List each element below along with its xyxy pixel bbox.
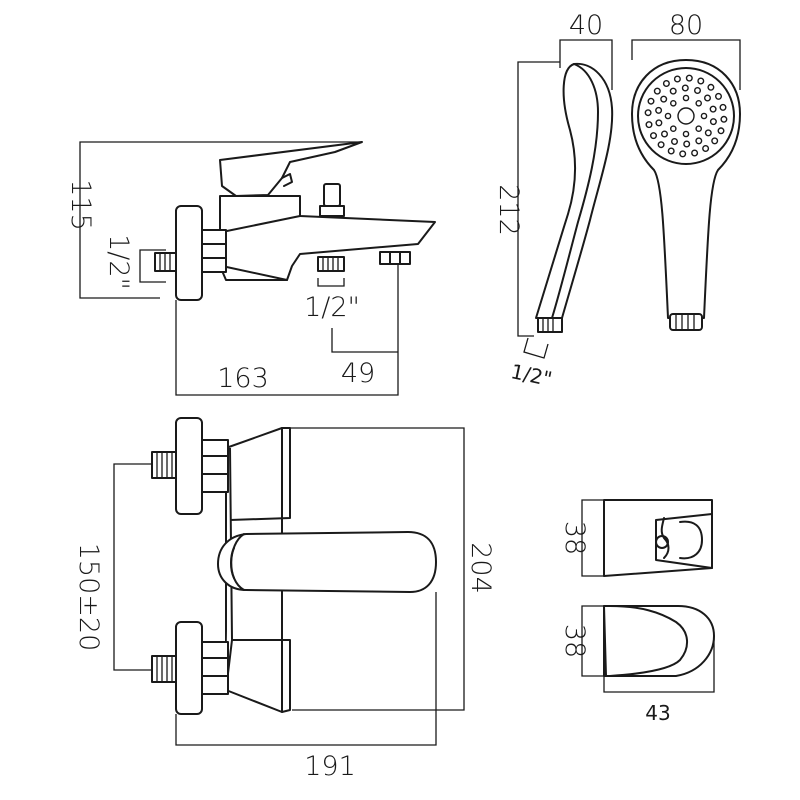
spray-nozzle <box>697 77 705 85</box>
spray-nozzle <box>670 125 677 132</box>
spray-nozzle <box>671 137 679 145</box>
spray-nozzle <box>715 92 723 100</box>
spray-nozzle <box>717 127 725 135</box>
spray-nozzle <box>679 150 687 158</box>
spray-nozzle <box>691 149 699 157</box>
spray-nozzle <box>682 130 690 138</box>
spray-nozzle <box>685 74 693 82</box>
spray-nozzle <box>662 79 670 87</box>
spray-nozzle <box>667 147 675 155</box>
dim-handset-212: 212 <box>493 184 524 236</box>
dim-depth-163: 163 <box>217 363 269 394</box>
spray-nozzle <box>655 119 663 127</box>
spray-nozzle <box>650 132 658 140</box>
dim-handset-40: 40 <box>569 10 603 41</box>
dim-depth-191: 191 <box>304 751 356 782</box>
spray-nozzle <box>681 84 689 92</box>
dim-height-115: 115 <box>65 179 96 231</box>
spray-nozzle <box>661 130 669 138</box>
spray-nozzle <box>694 86 702 94</box>
spray-nozzle <box>709 105 717 113</box>
spray-nozzle <box>653 87 661 95</box>
spray-nozzle <box>704 129 712 137</box>
spray-nozzle <box>660 95 668 103</box>
spray-nozzle <box>645 121 653 129</box>
dim-holder-38-a: 38 <box>559 521 590 555</box>
spray-nozzle <box>709 118 717 126</box>
spray-nozzle <box>695 125 703 132</box>
spray-nozzle <box>673 75 681 83</box>
spray-nozzle <box>720 115 728 123</box>
side-elevation-view: 115 1/2" 1/2" <box>65 141 436 396</box>
dim-inlet-thread: 1/2" <box>103 234 134 290</box>
spray-nozzle <box>669 87 677 95</box>
dim-width-204: 204 <box>465 542 496 594</box>
spray-nozzle <box>683 140 691 148</box>
spray-nozzle <box>644 109 652 117</box>
spray-nozzle <box>655 106 663 114</box>
spray-face-holes <box>644 74 728 158</box>
spray-nozzle <box>670 100 677 107</box>
dim-centres-150: 150±20 <box>73 543 104 652</box>
spray-nozzle <box>719 103 727 111</box>
dim-handset-thread: 1/2" <box>509 359 554 391</box>
spray-nozzle <box>682 94 690 102</box>
spray-nozzle <box>695 100 703 107</box>
dim-holder-38-b: 38 <box>559 624 590 658</box>
spray-nozzle <box>700 112 708 120</box>
spray-nozzle <box>695 137 703 145</box>
spray-nozzle <box>657 141 665 149</box>
spray-nozzle <box>702 144 710 152</box>
dim-holder-43: 43 <box>645 701 670 725</box>
spray-nozzle <box>647 97 655 105</box>
spray-nozzle <box>707 83 715 91</box>
spray-nozzle <box>711 137 719 145</box>
dim-spout-49: 49 <box>341 358 375 389</box>
holder-side-view: 38 <box>559 499 713 577</box>
holder-plan-view: 38 43 <box>559 605 715 725</box>
spray-nozzle <box>664 112 672 120</box>
dim-handset-80: 80 <box>669 10 703 41</box>
handset-side-view: 40 212 1/2" <box>493 10 614 391</box>
handset-front-view: 80 <box>631 10 741 331</box>
dim-outlet-thread: 1/2" <box>304 292 360 323</box>
spray-nozzle <box>704 94 712 102</box>
plan-view: 204 191 150±20 <box>73 417 496 782</box>
